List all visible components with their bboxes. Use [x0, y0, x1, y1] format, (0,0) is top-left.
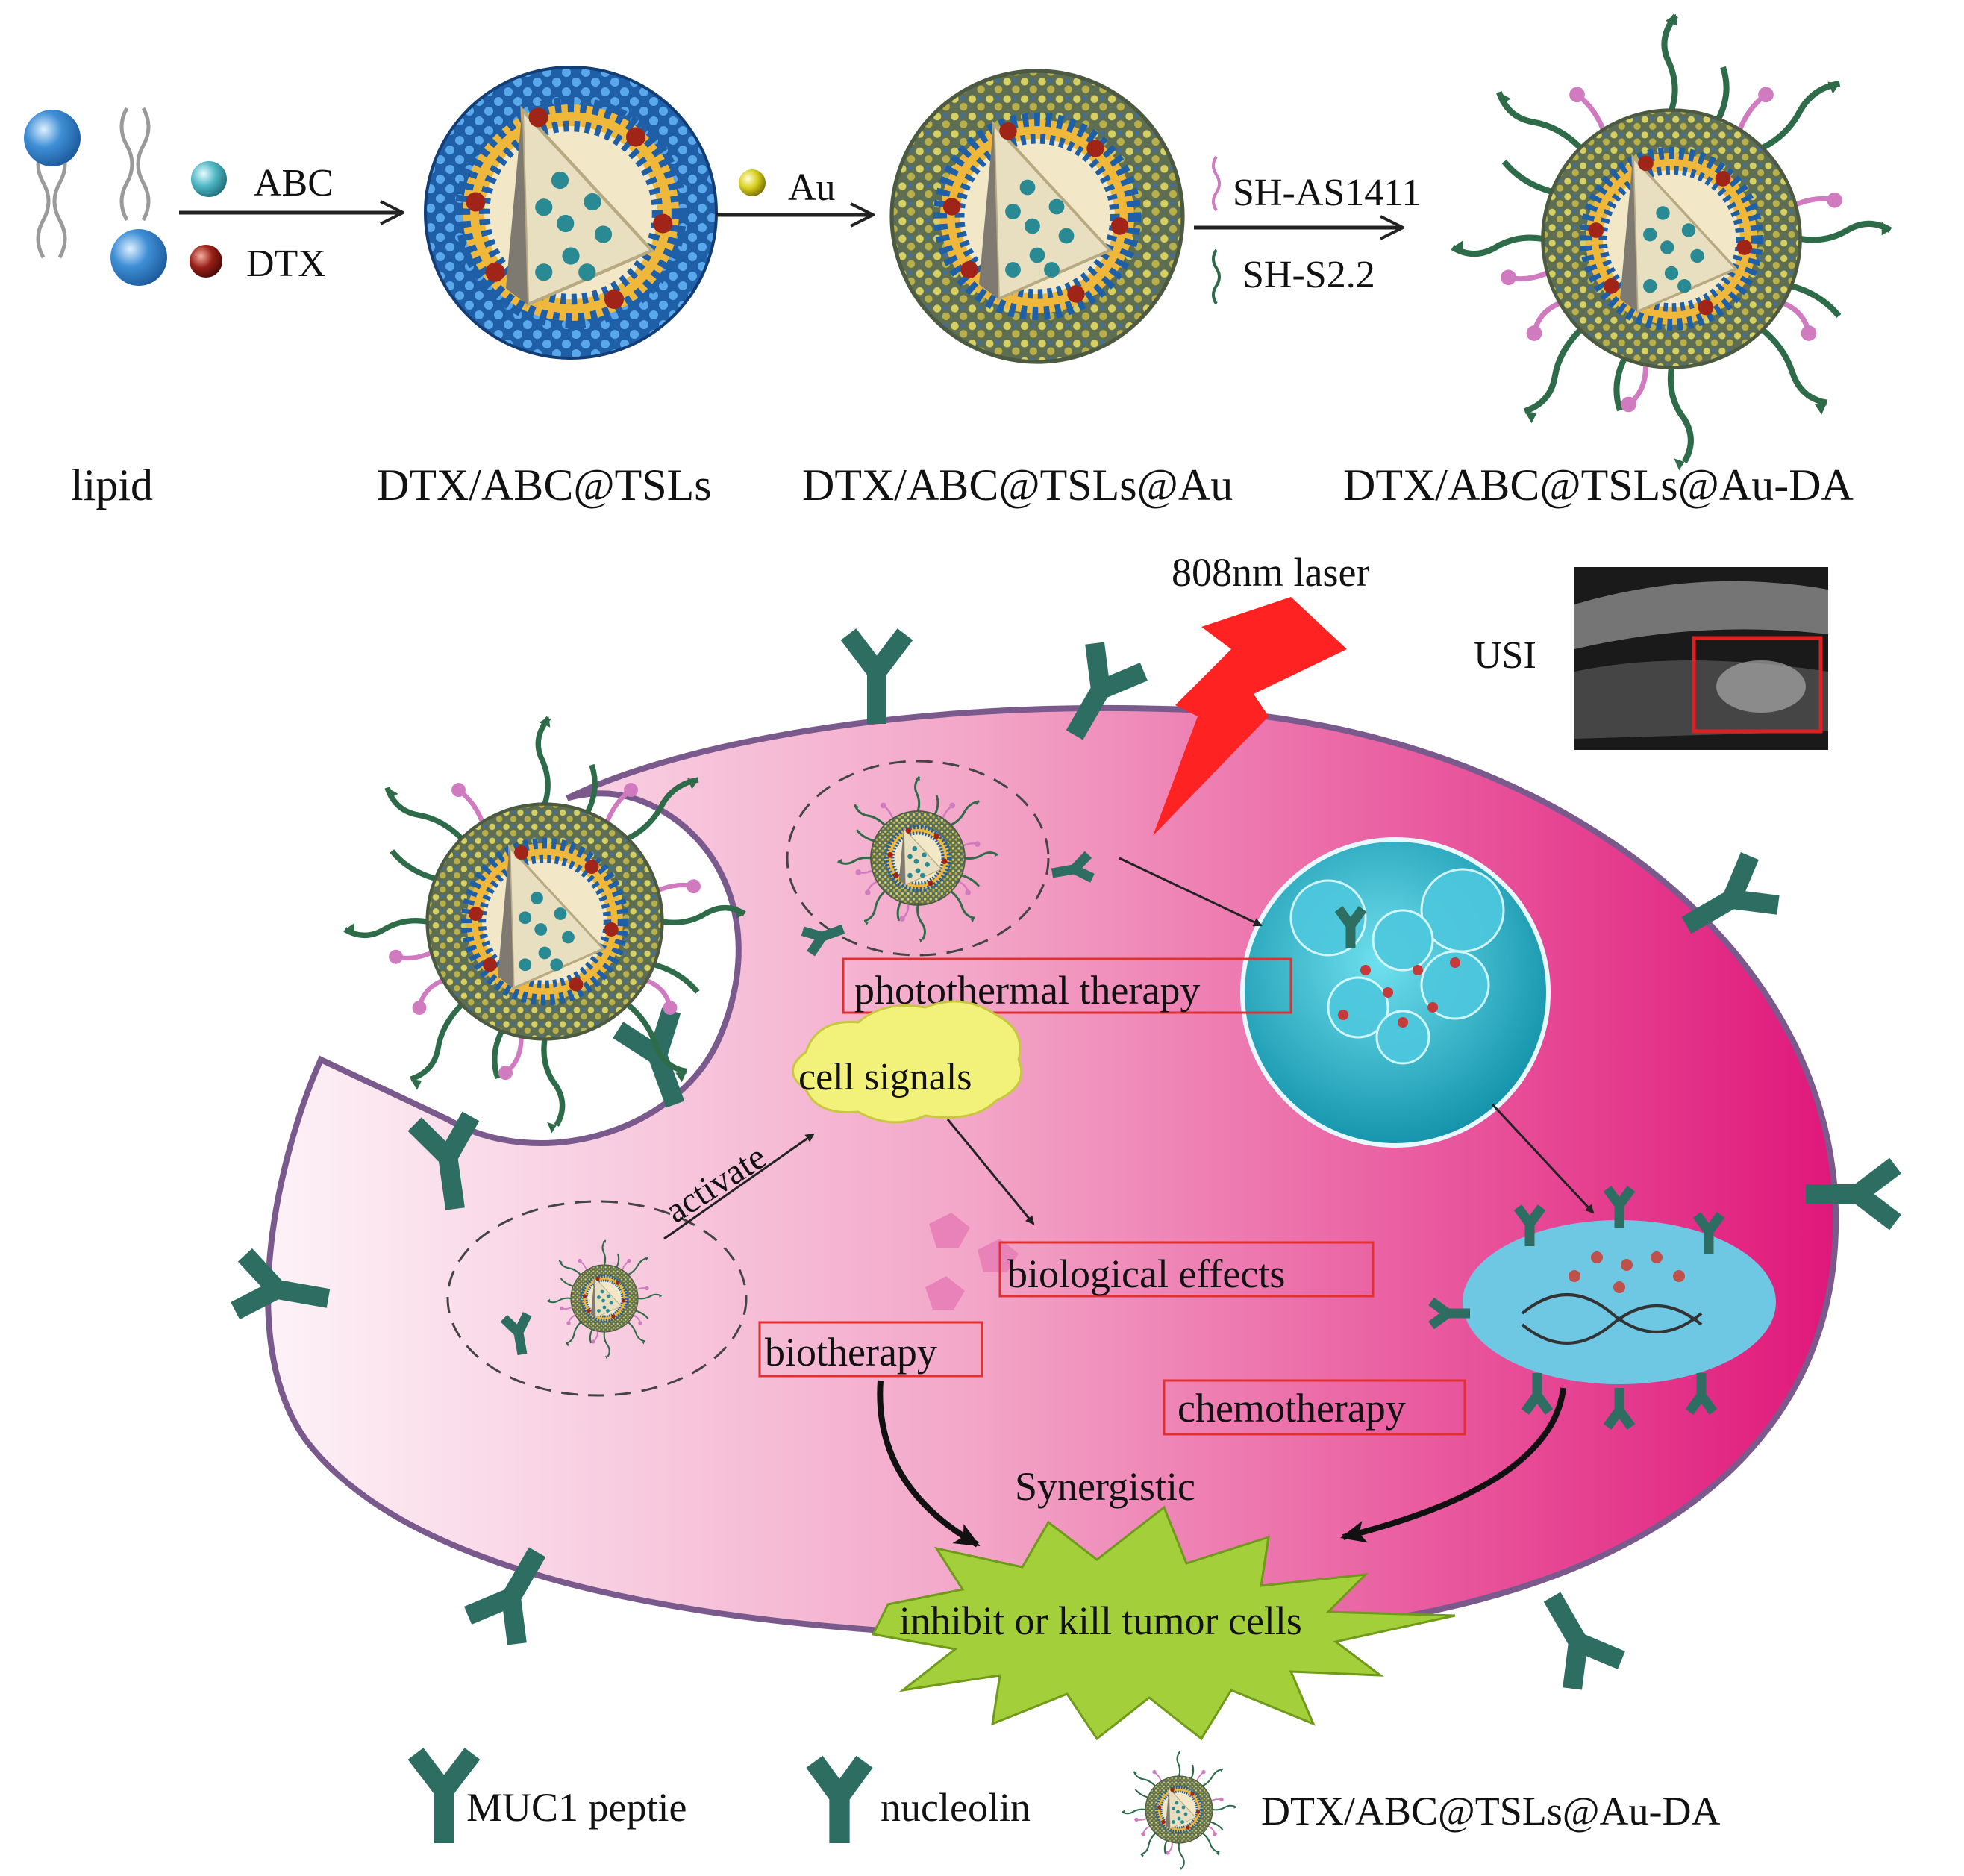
- legend-item-particle: DTX/ABC@TSLs@Au-DA: [1122, 1751, 1720, 1870]
- endosome-upper: [786, 760, 1092, 955]
- legend-item-muc1: MUC1 peptie: [416, 1754, 687, 1843]
- reagent-dtx: DTX: [190, 243, 326, 285]
- cell-signals-cloud: cell signals: [792, 1000, 1023, 1124]
- synergistic-label: Synergistic: [1015, 1464, 1195, 1509]
- pathway-arrows: [663, 857, 1595, 1240]
- particle-tsls-au: [892, 71, 1183, 362]
- photothermal-bubble: [1240, 837, 1551, 1148]
- muc1-peptide-icon: [1527, 1583, 1621, 1689]
- nucleolin-icon: [814, 1762, 864, 1843]
- stage-label-tsls: DTX/ABC@TSLs: [377, 460, 712, 510]
- biotherapy-label: biotherapy: [765, 1330, 937, 1375]
- chemotherapy-label-box: chemotherapy: [1163, 1379, 1466, 1436]
- synthesis-row: ABC DTX Au SH-AS1411 SH-S2.2: [24, 14, 1890, 510]
- laser-bolt: [1153, 597, 1347, 836]
- stage-label-tsls-au-da: DTX/ABC@TSLs@Au-DA: [1343, 460, 1854, 510]
- sh-s22-label: SH-S2.2: [1242, 254, 1375, 296]
- biological-effects: biological effects: [925, 1213, 1375, 1310]
- nanoparticle-icon: [1122, 1751, 1236, 1870]
- muc1-peptide-icon: [416, 1754, 472, 1843]
- particle-tsls: [424, 66, 718, 360]
- muc1-peptide-icon: [848, 634, 905, 724]
- reagent-abc: ABC: [191, 161, 334, 204]
- synergy-arrows: [877, 1380, 1566, 1548]
- outcome-label: inhibit or kill tumor cells: [899, 1598, 1302, 1643]
- legend: MUC1 peptie nucleolin DTX/ABC@TSLs@Au-DA: [416, 1751, 1720, 1870]
- legend-label-nucleolin: nucleolin: [881, 1785, 1031, 1830]
- stage-label-tsls-au: DTX/ABC@TSLs@Au: [802, 460, 1233, 510]
- biotherapy-label-box: biotherapy: [758, 1321, 983, 1378]
- reagent-aptamers: SH-AS1411 SH-S2.2: [1212, 155, 1421, 305]
- particle-decorated: [1453, 14, 1891, 471]
- au-label: Au: [788, 166, 836, 209]
- endosome-lower: [446, 1200, 748, 1397]
- stage-label-lipid: lipid: [71, 460, 153, 510]
- outcome-burst: inhibit or kill tumor cells: [871, 1505, 1456, 1741]
- legend-label-particle: DTX/ABC@TSLs@Au-DA: [1261, 1789, 1720, 1833]
- usi-label: USI: [1474, 634, 1536, 677]
- dtx-label: DTX: [246, 243, 326, 285]
- cell-signals-label: cell signals: [798, 1056, 972, 1098]
- biological-effects-label: biological effects: [1007, 1251, 1285, 1296]
- mechanism-panel: 808nm laser USI: [235, 550, 1895, 1741]
- laser-label: 808nm laser: [1172, 550, 1369, 595]
- lipid-molecules: [24, 107, 167, 286]
- abc-label: ABC: [254, 162, 334, 204]
- legend-item-nucleolin: nucleolin: [814, 1762, 1031, 1843]
- chemotherapy-label: chemotherapy: [1178, 1386, 1406, 1431]
- legend-label-muc1: MUC1 peptie: [466, 1785, 687, 1830]
- nucleus: [1431, 1189, 1776, 1427]
- reagent-au: Au: [739, 166, 836, 209]
- ultrasound-image: USI: [1474, 567, 1828, 750]
- sh-as1411-label: SH-AS1411: [1233, 172, 1421, 214]
